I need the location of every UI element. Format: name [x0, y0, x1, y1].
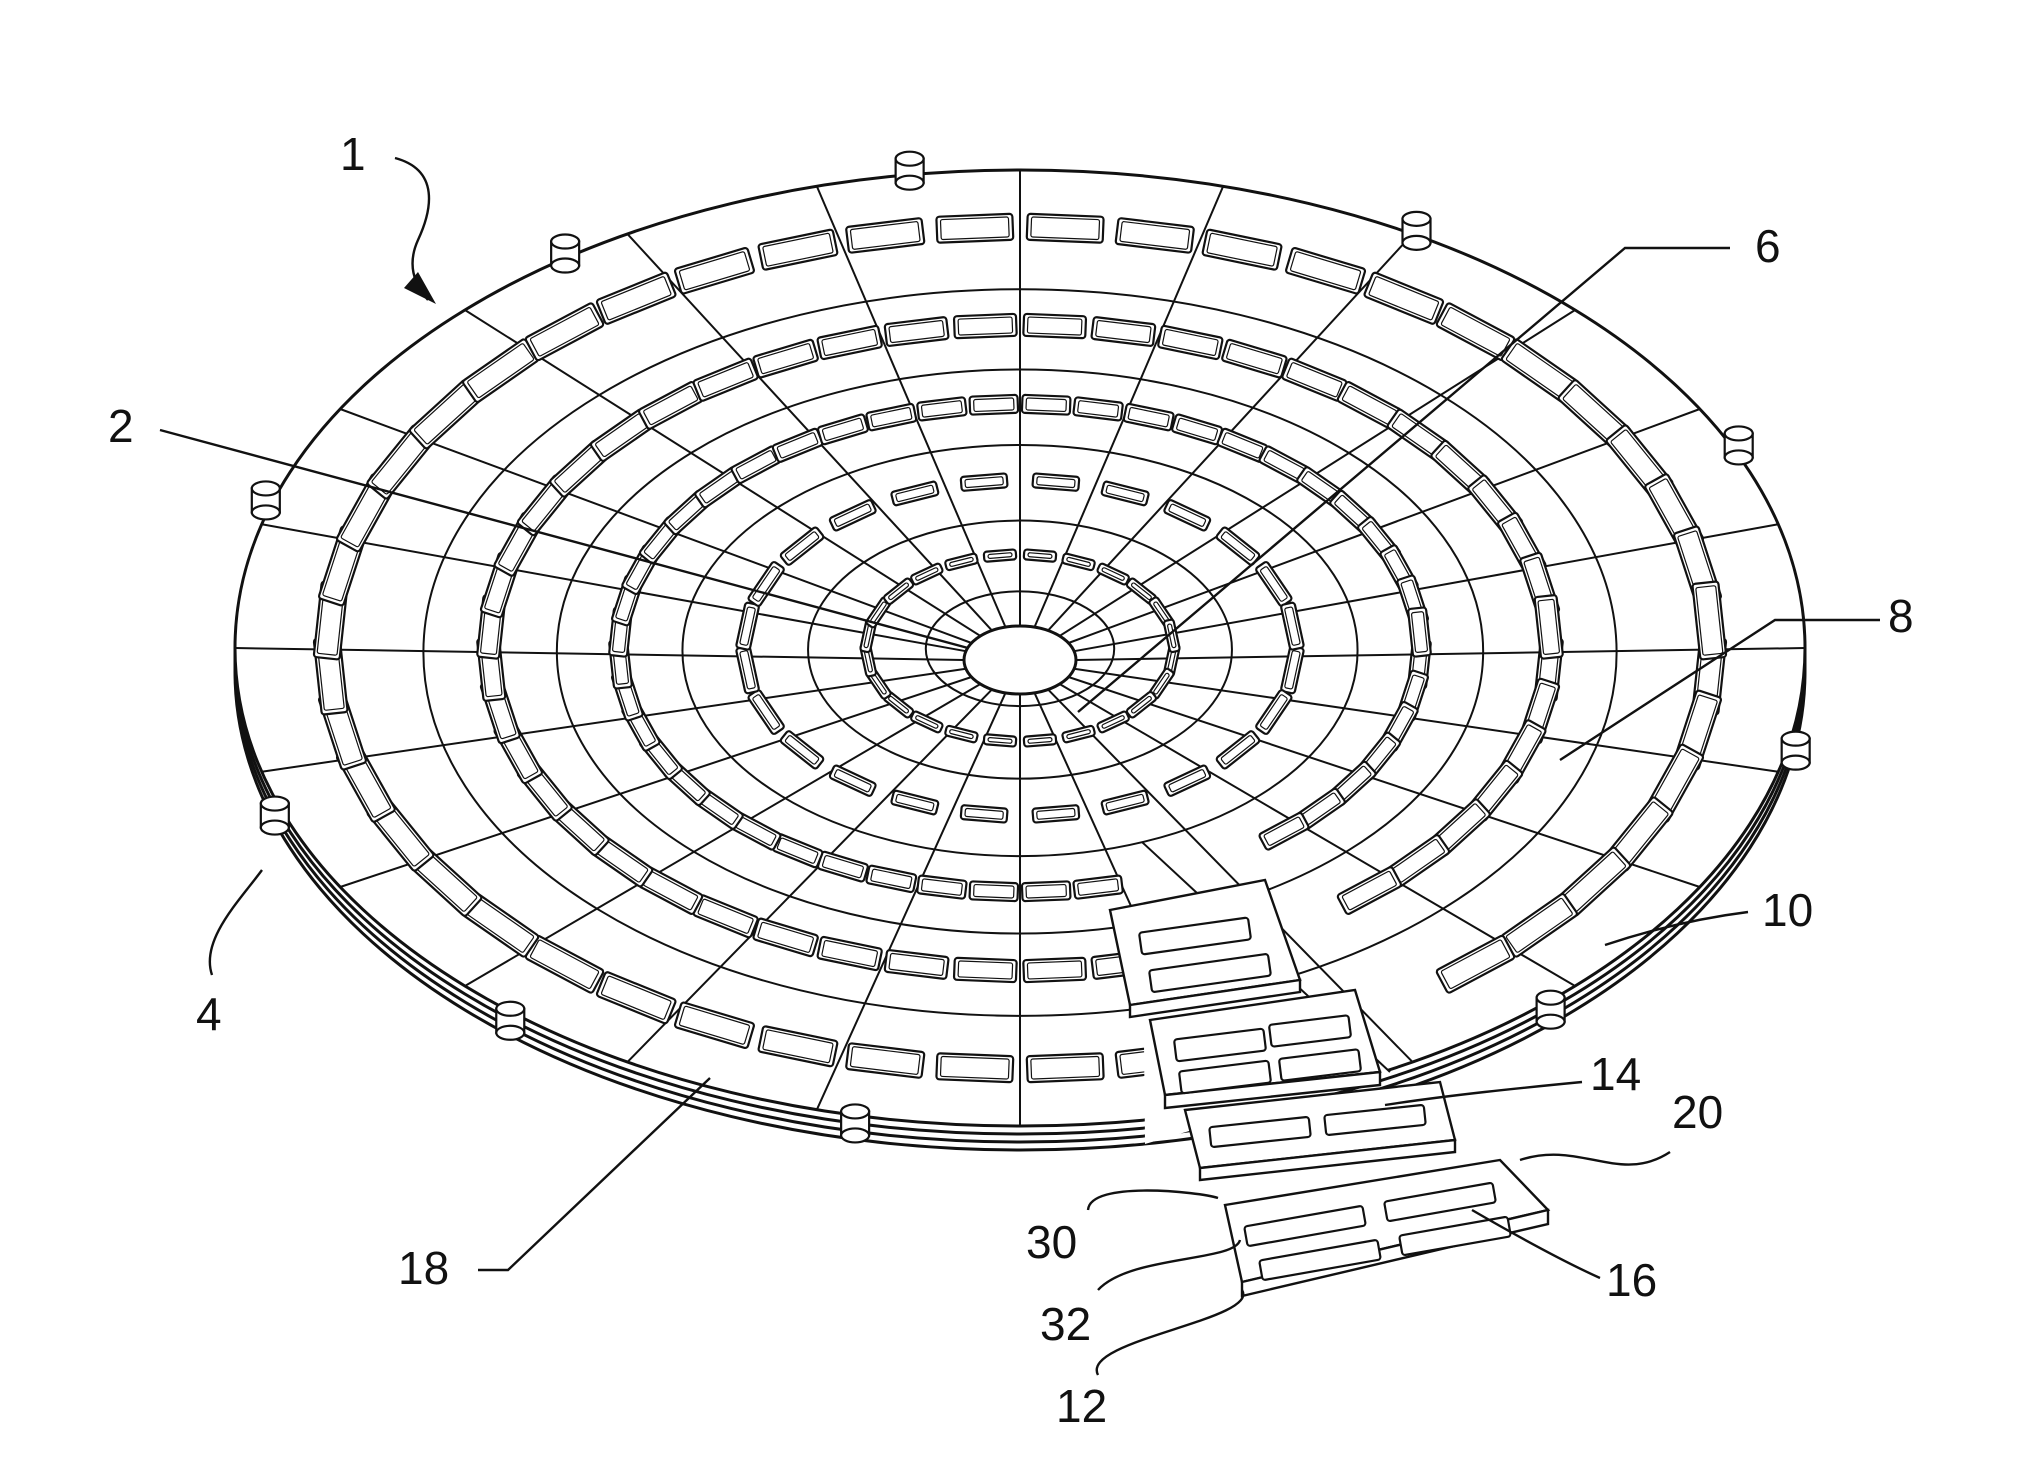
foot — [261, 797, 289, 835]
ref-label-12: 12 — [1056, 1380, 1107, 1432]
foot — [896, 152, 924, 190]
slot — [961, 473, 1008, 491]
leader-4 — [210, 870, 262, 975]
leader-30 — [1088, 1191, 1218, 1211]
leader-20 — [1520, 1152, 1670, 1165]
foot — [1537, 991, 1565, 1029]
ref-label-4: 4 — [196, 988, 222, 1040]
ref-label-16: 16 — [1606, 1254, 1657, 1306]
slot — [1032, 473, 1079, 491]
slot — [1023, 314, 1086, 338]
ref-label-20: 20 — [1672, 1086, 1723, 1138]
slot — [1408, 607, 1431, 657]
slot — [1022, 881, 1071, 901]
slot — [969, 881, 1018, 901]
slot — [1024, 549, 1057, 562]
slot — [984, 734, 1017, 747]
ref-label-6: 6 — [1755, 220, 1781, 272]
arrowhead-1 — [404, 272, 436, 304]
ref-label-10: 10 — [1762, 884, 1813, 936]
slot — [936, 1053, 1013, 1082]
slot — [936, 214, 1013, 243]
foot — [551, 235, 579, 273]
foot — [1782, 732, 1810, 770]
slot — [954, 958, 1017, 982]
ref-label-30: 30 — [1026, 1216, 1077, 1268]
slot — [984, 549, 1017, 562]
loose-segment-bottom — [1225, 1160, 1548, 1296]
slot — [1027, 1053, 1104, 1082]
slot — [969, 395, 1018, 415]
slot — [1032, 805, 1079, 823]
slot — [954, 314, 1017, 338]
foot — [496, 1002, 524, 1040]
leader-32 — [1098, 1240, 1240, 1290]
slot — [1024, 734, 1057, 747]
ref-label-32: 32 — [1040, 1298, 1091, 1350]
leader-12 — [1097, 1290, 1244, 1375]
leader-1 — [395, 158, 429, 300]
foot — [1725, 426, 1753, 464]
foot — [252, 481, 280, 519]
ref-label-8: 8 — [1888, 590, 1914, 642]
slot — [1027, 214, 1104, 243]
foot — [841, 1104, 869, 1142]
slot — [961, 805, 1008, 823]
ref-label-2: 2 — [108, 400, 134, 452]
central-hub — [964, 626, 1076, 694]
ref-label-1: 1 — [340, 128, 366, 180]
foot — [1403, 212, 1431, 250]
slot — [1023, 958, 1086, 982]
slot — [1022, 395, 1071, 415]
ref-label-14: 14 — [1590, 1048, 1641, 1100]
ref-label-18: 18 — [398, 1242, 449, 1294]
leader-18 — [478, 1078, 710, 1270]
